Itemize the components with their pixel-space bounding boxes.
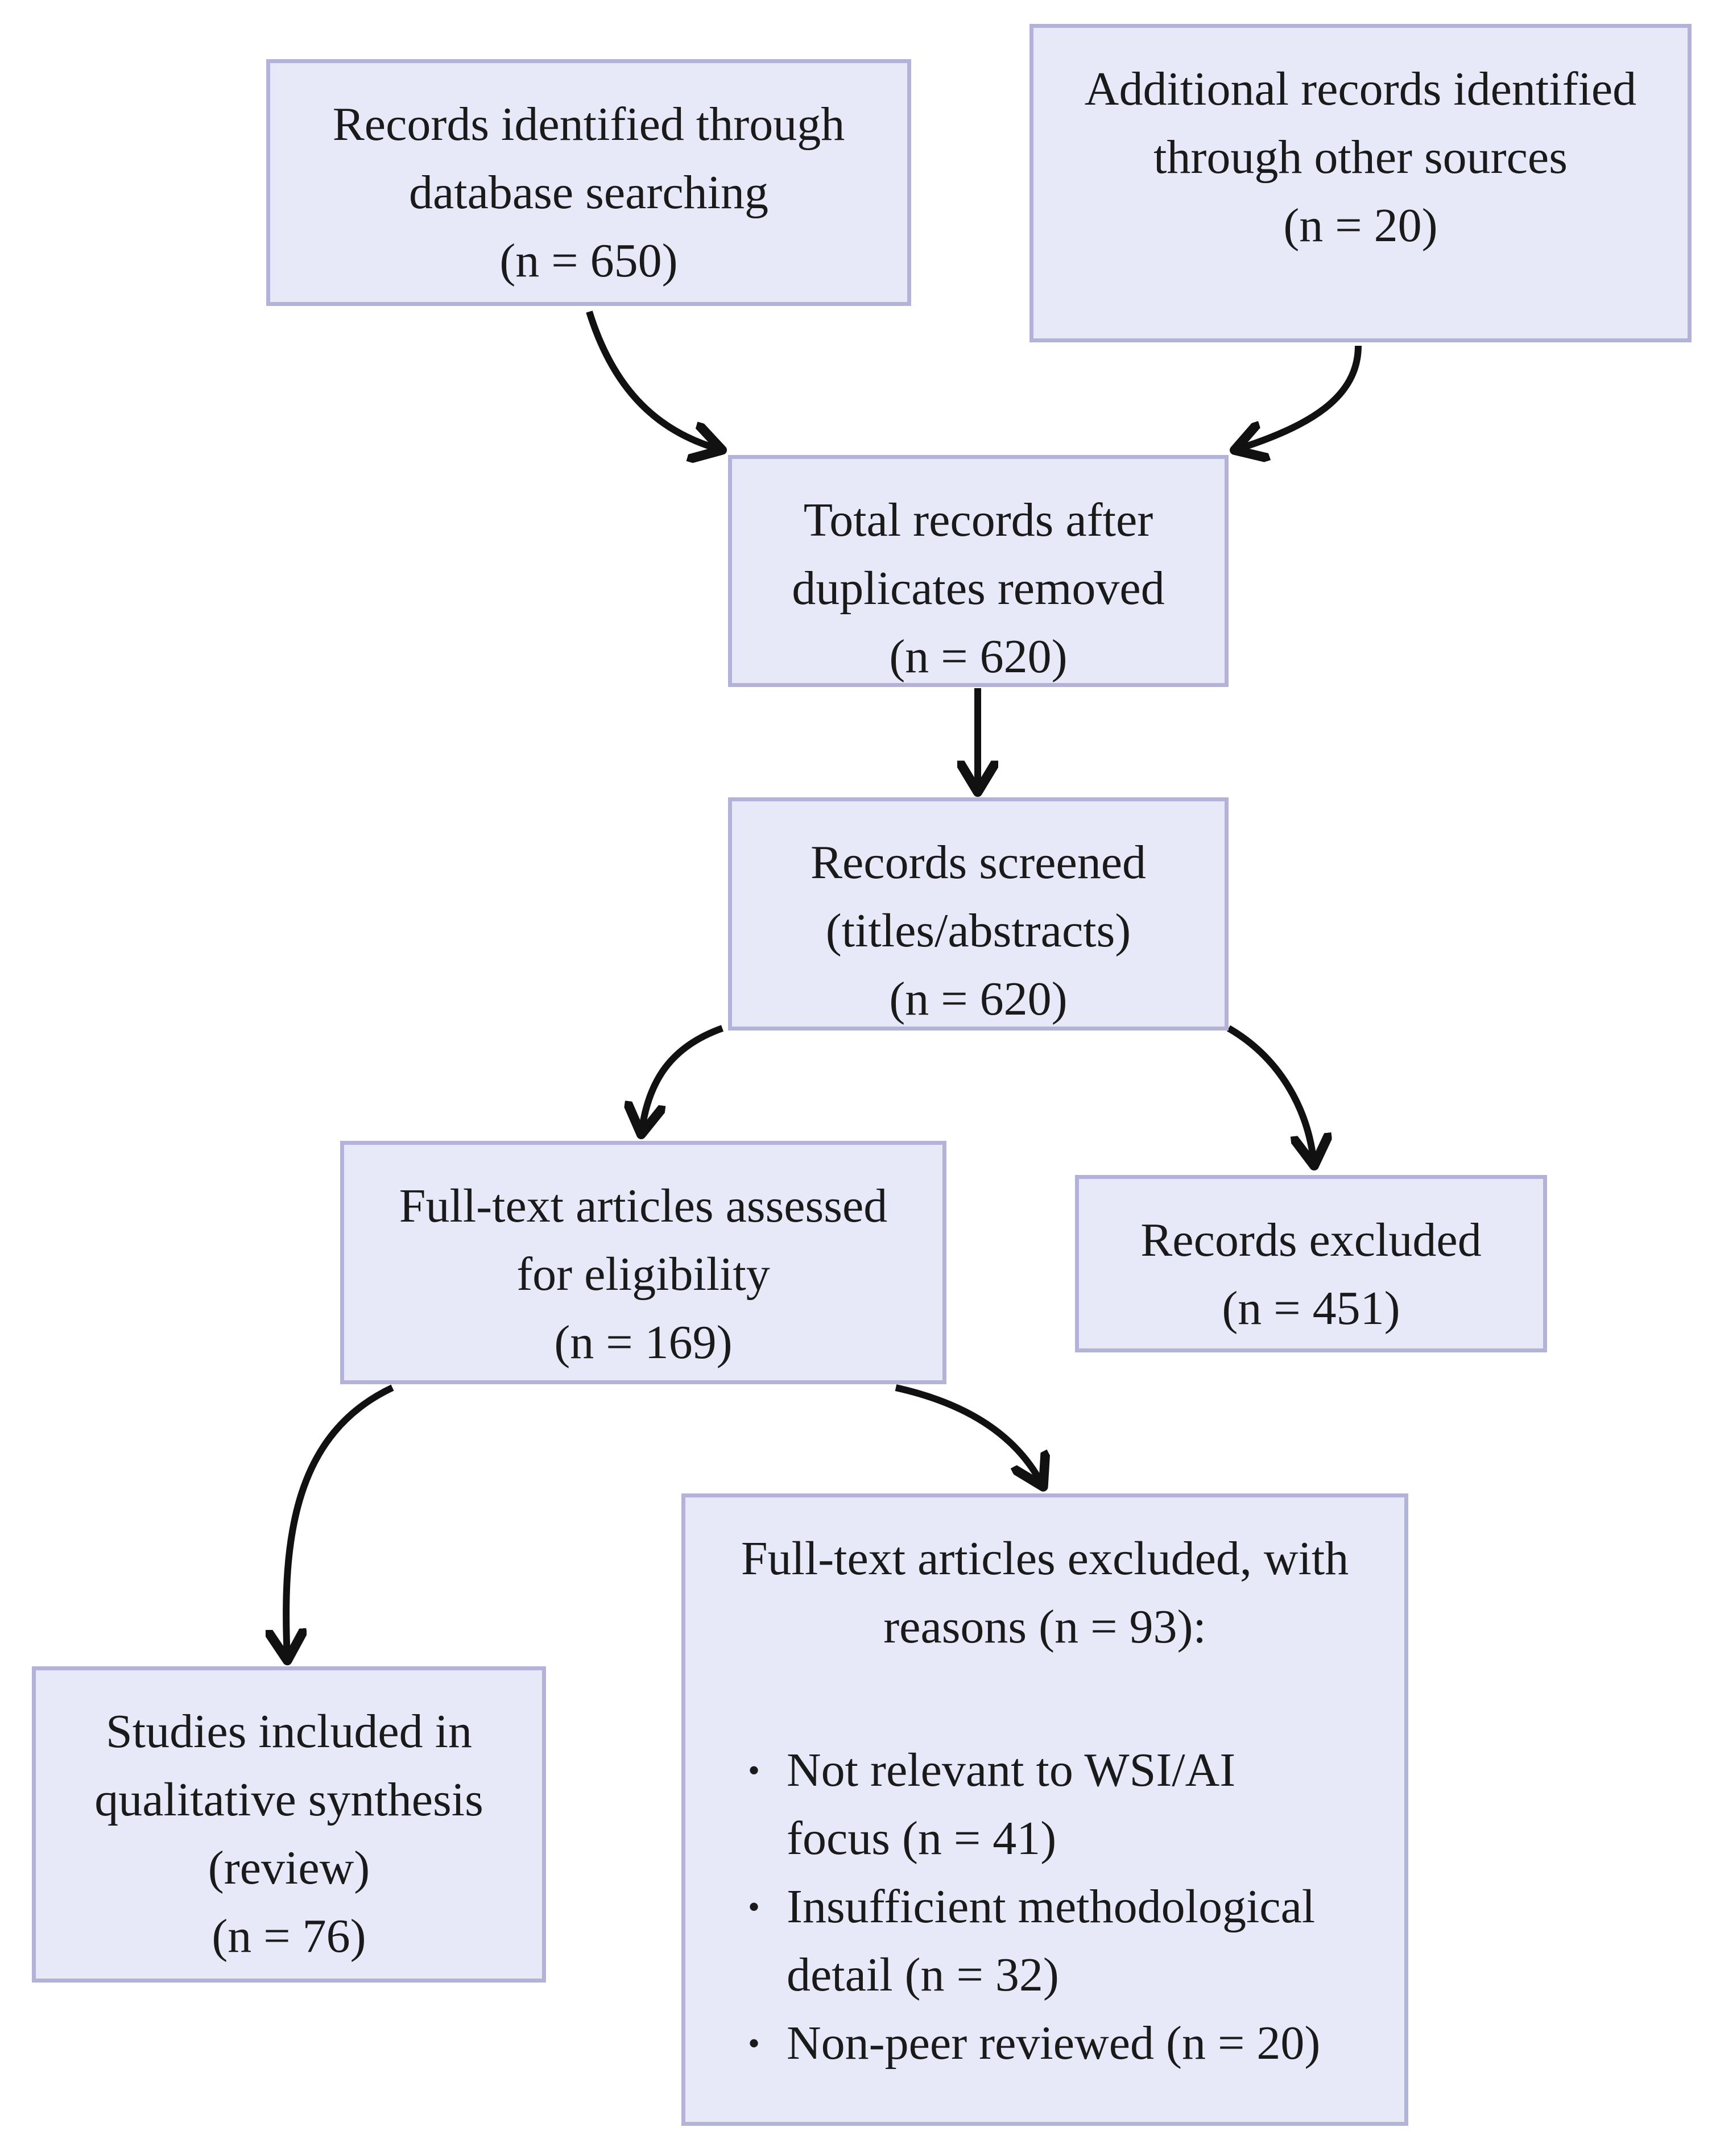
box-line: qualitative synthesis <box>94 1773 483 1826</box>
box-line: Full-text articles assessed <box>399 1180 888 1232</box>
box-line: Records screened <box>810 836 1147 889</box>
box-line: (n = 620) <box>889 973 1068 1025</box>
box-full-text-assessed: Full-text articles assessed for eligibil… <box>340 1141 946 1384</box>
arrow-db-to-total <box>586 311 720 449</box>
box-line: (n = 451) <box>1222 1282 1400 1335</box>
box-line: Additional records identified <box>1084 63 1637 115</box>
box-line: (titles/abstracts) <box>825 904 1131 957</box>
box-records-excluded: Records excluded (n = 451) <box>1075 1175 1547 1352</box>
box-line: for eligibility <box>516 1248 770 1301</box>
box-records-screened: Records screened (titles/abstracts) (n =… <box>728 797 1229 1031</box>
reason-line: focus (n = 41) <box>787 1812 1057 1865</box>
box-after-duplicates: Total records after duplicates removed (… <box>728 455 1229 687</box>
bullet-icon: • <box>748 2025 760 2062</box>
box-line: (n = 76) <box>212 1910 366 1963</box>
reason-line: Not relevant to WSI/AI <box>787 1744 1236 1797</box>
box-line: Records excluded <box>1140 1214 1482 1267</box>
box-line: duplicates removed <box>792 562 1165 615</box>
box-line: database searching <box>408 166 768 219</box>
reason-line: detail (n = 32) <box>787 1948 1059 2001</box>
box-line: Full-text articles excluded, with <box>741 1532 1349 1585</box>
box-line: Studies included in <box>106 1705 472 1758</box>
arrow-fulltext-to-ftexcluded <box>895 1384 1042 1484</box>
box-line: (n = 620) <box>889 630 1068 683</box>
exclusion-reason-item: • Insufficient methodological detail (n … <box>748 1873 1320 2009</box>
box-records-database: Records identified through database sear… <box>266 59 911 306</box>
box-full-text-excluded: Full-text articles excluded, with reason… <box>681 1493 1408 2126</box>
box-studies-included: Studies included in qualitative synthesi… <box>32 1666 546 1983</box>
box-line: (n = 169) <box>554 1316 733 1369</box>
box-line: through other sources <box>1153 131 1568 184</box>
box-line: (n = 20) <box>1283 199 1438 252</box>
box-line: Total records after <box>803 494 1153 547</box>
arrow-other-to-total <box>1237 345 1362 449</box>
box-line: reasons (n = 93): <box>883 1600 1206 1653</box>
exclusion-reasons-list: • Not relevant to WSI/AI focus (n = 41) … <box>748 1736 1320 2078</box>
reason-line: Non-peer reviewed (n = 20) <box>787 2017 1321 2070</box>
box-line: (n = 650) <box>499 234 678 287</box>
exclusion-reason-item: • Non-peer reviewed (n = 20) <box>748 2009 1320 2078</box>
reason-line: Insufficient methodological <box>787 1880 1316 1933</box>
box-line: Records identified through <box>332 98 845 151</box>
bullet-icon: • <box>748 1888 760 1926</box>
box-line: (review) <box>208 1842 370 1894</box>
bullet-icon: • <box>748 1752 760 1789</box>
arrow-screened-to-fulltext <box>642 1025 724 1132</box>
arrow-fulltext-to-included <box>286 1384 394 1658</box>
arrow-screened-to-excluded <box>1226 1025 1314 1163</box>
exclusion-reason-item: • Not relevant to WSI/AI focus (n = 41) <box>748 1736 1320 1873</box>
box-records-other-sources: Additional records identified through ot… <box>1029 24 1692 342</box>
